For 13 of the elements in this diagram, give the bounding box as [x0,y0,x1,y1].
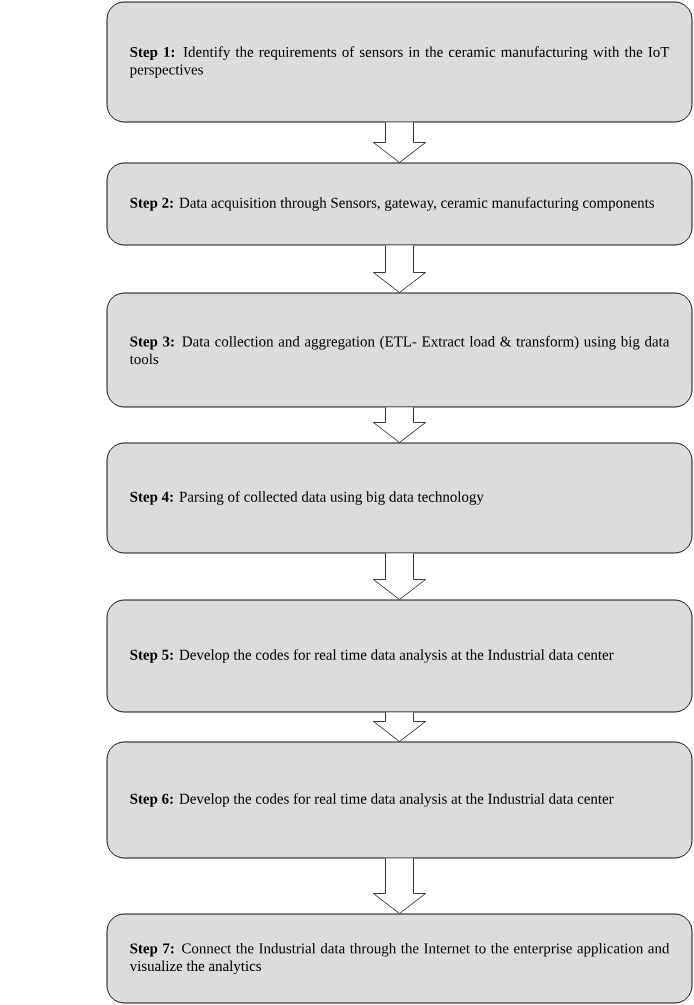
block-arrow [373,553,426,600]
step-box: Step 7: Connect the Industrial data through the Internet to the enterprise application and visualize the analytics [106,913,693,1004]
step-box: Step 1: Identify the requirements of sensors in the ceramic manufacturing with the IoT perspectives [106,1,693,123]
step-box: Step 4: Parsing of collected data using big data technology [106,442,693,554]
step-box: Step 6: Develop the codes for real time data analysis at the Industrial data center [106,741,693,859]
block-arrow [373,407,426,443]
block-arrow [373,712,426,742]
block-arrow [373,122,426,163]
block-arrow [373,858,426,914]
block-arrow [373,245,426,293]
step-box: Step 3: Data collection and aggregation (ETL- Extract load & transform) using big data tools [106,292,693,408]
step-box: Step 5: Develop the codes for real time data analysis at the Industrial data center [106,599,693,713]
step-box: Step 2: Data acquisition through Sensors, gateway, ceramic manufacturing components [106,162,693,246]
